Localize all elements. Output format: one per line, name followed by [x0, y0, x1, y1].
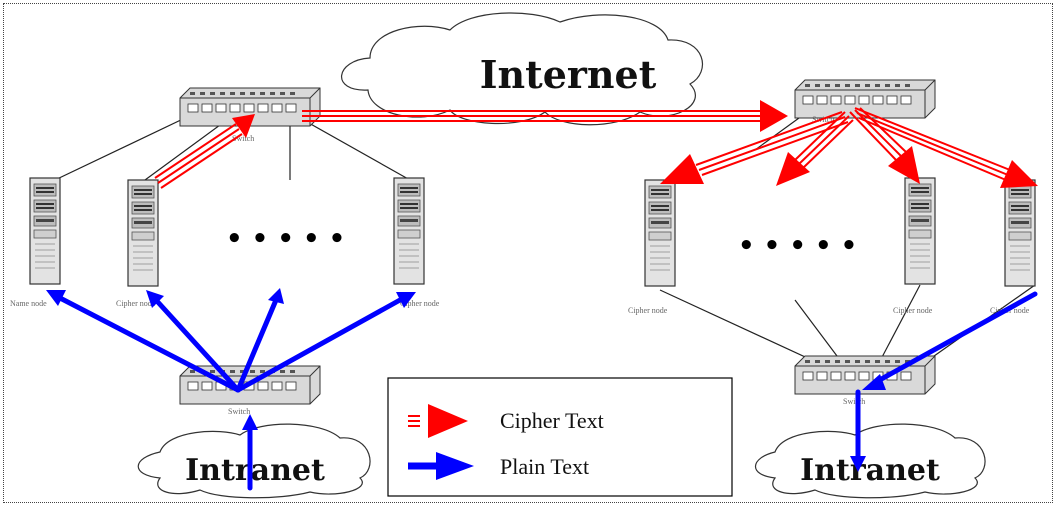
ellipsis-left: • • • • • — [226, 224, 345, 254]
cipher-legend-label: Cipher Text — [500, 408, 604, 433]
plain-legend-label: Plain Text — [500, 454, 589, 479]
intranet-left-label: Intranet — [185, 453, 325, 488]
server-right-2: Cipher node — [893, 177, 936, 315]
cipher-arrows — [154, 100, 1038, 189]
server-left-3: Cipher node — [393, 177, 440, 308]
switch-bottom-left: Switch — [179, 365, 321, 416]
cipher-arrow-to-right-2 — [776, 111, 854, 186]
server-right-3: Cipher node — [990, 179, 1036, 315]
left-cluster-links — [54, 117, 411, 181]
plain-arrow-to-name-node — [57, 295, 241, 393]
internet-cloud: Internet — [341, 12, 704, 126]
switch-bottom-left-label: Switch — [228, 407, 250, 416]
server-right-2-label: Cipher node — [893, 306, 933, 315]
cipher-arrow-to-right-3 — [849, 107, 920, 184]
server-left-2: Cipher node — [116, 179, 159, 308]
ellipsis-right: • • • • • — [738, 231, 857, 261]
cipher-arrow-across-internet — [302, 100, 788, 132]
plain-arrow-node-to-switch — [873, 291, 1038, 385]
server-right-1-label: Cipher node — [628, 306, 668, 315]
switch-bottom-right: Switch — [794, 355, 936, 406]
switch-bottom-right-label: Switch — [843, 397, 865, 406]
cipher-arrow-to-right-4 — [854, 107, 1038, 188]
plain-arrow-to-cipher-node-1 — [153, 297, 241, 393]
internet-label: Internet — [480, 52, 657, 97]
intranet-right-label: Intranet — [800, 453, 940, 488]
switch-top-left-label: Switch — [232, 134, 254, 143]
plain-legend-icon — [408, 452, 474, 480]
server-left-1: Name node — [10, 177, 61, 308]
intranet-left-cloud: Intranet — [137, 423, 371, 499]
cipher-legend-icon — [408, 404, 468, 438]
server-right-1: Cipher node — [628, 179, 676, 315]
plain-arrows — [46, 288, 1038, 491]
switch-top-left: Switch — [179, 87, 321, 143]
diagram-frame — [3, 3, 1053, 503]
cipher-arrow-to-right-1 — [660, 111, 849, 184]
cipher-arrow-node-to-switch — [154, 114, 255, 189]
switch-top-right: Switch — [794, 79, 936, 124]
intranet-right-cloud: Intranet — [755, 423, 986, 499]
server-left-3-label: Cipher node — [400, 299, 440, 308]
plain-arrow-to-cipher-node-2 — [235, 297, 403, 393]
plain-arrow-up — [235, 297, 279, 393]
server-left-2-label: Cipher node — [116, 299, 156, 308]
server-left-1-label: Name node — [10, 299, 47, 308]
legend: Cipher Text Plain Text — [387, 377, 733, 497]
